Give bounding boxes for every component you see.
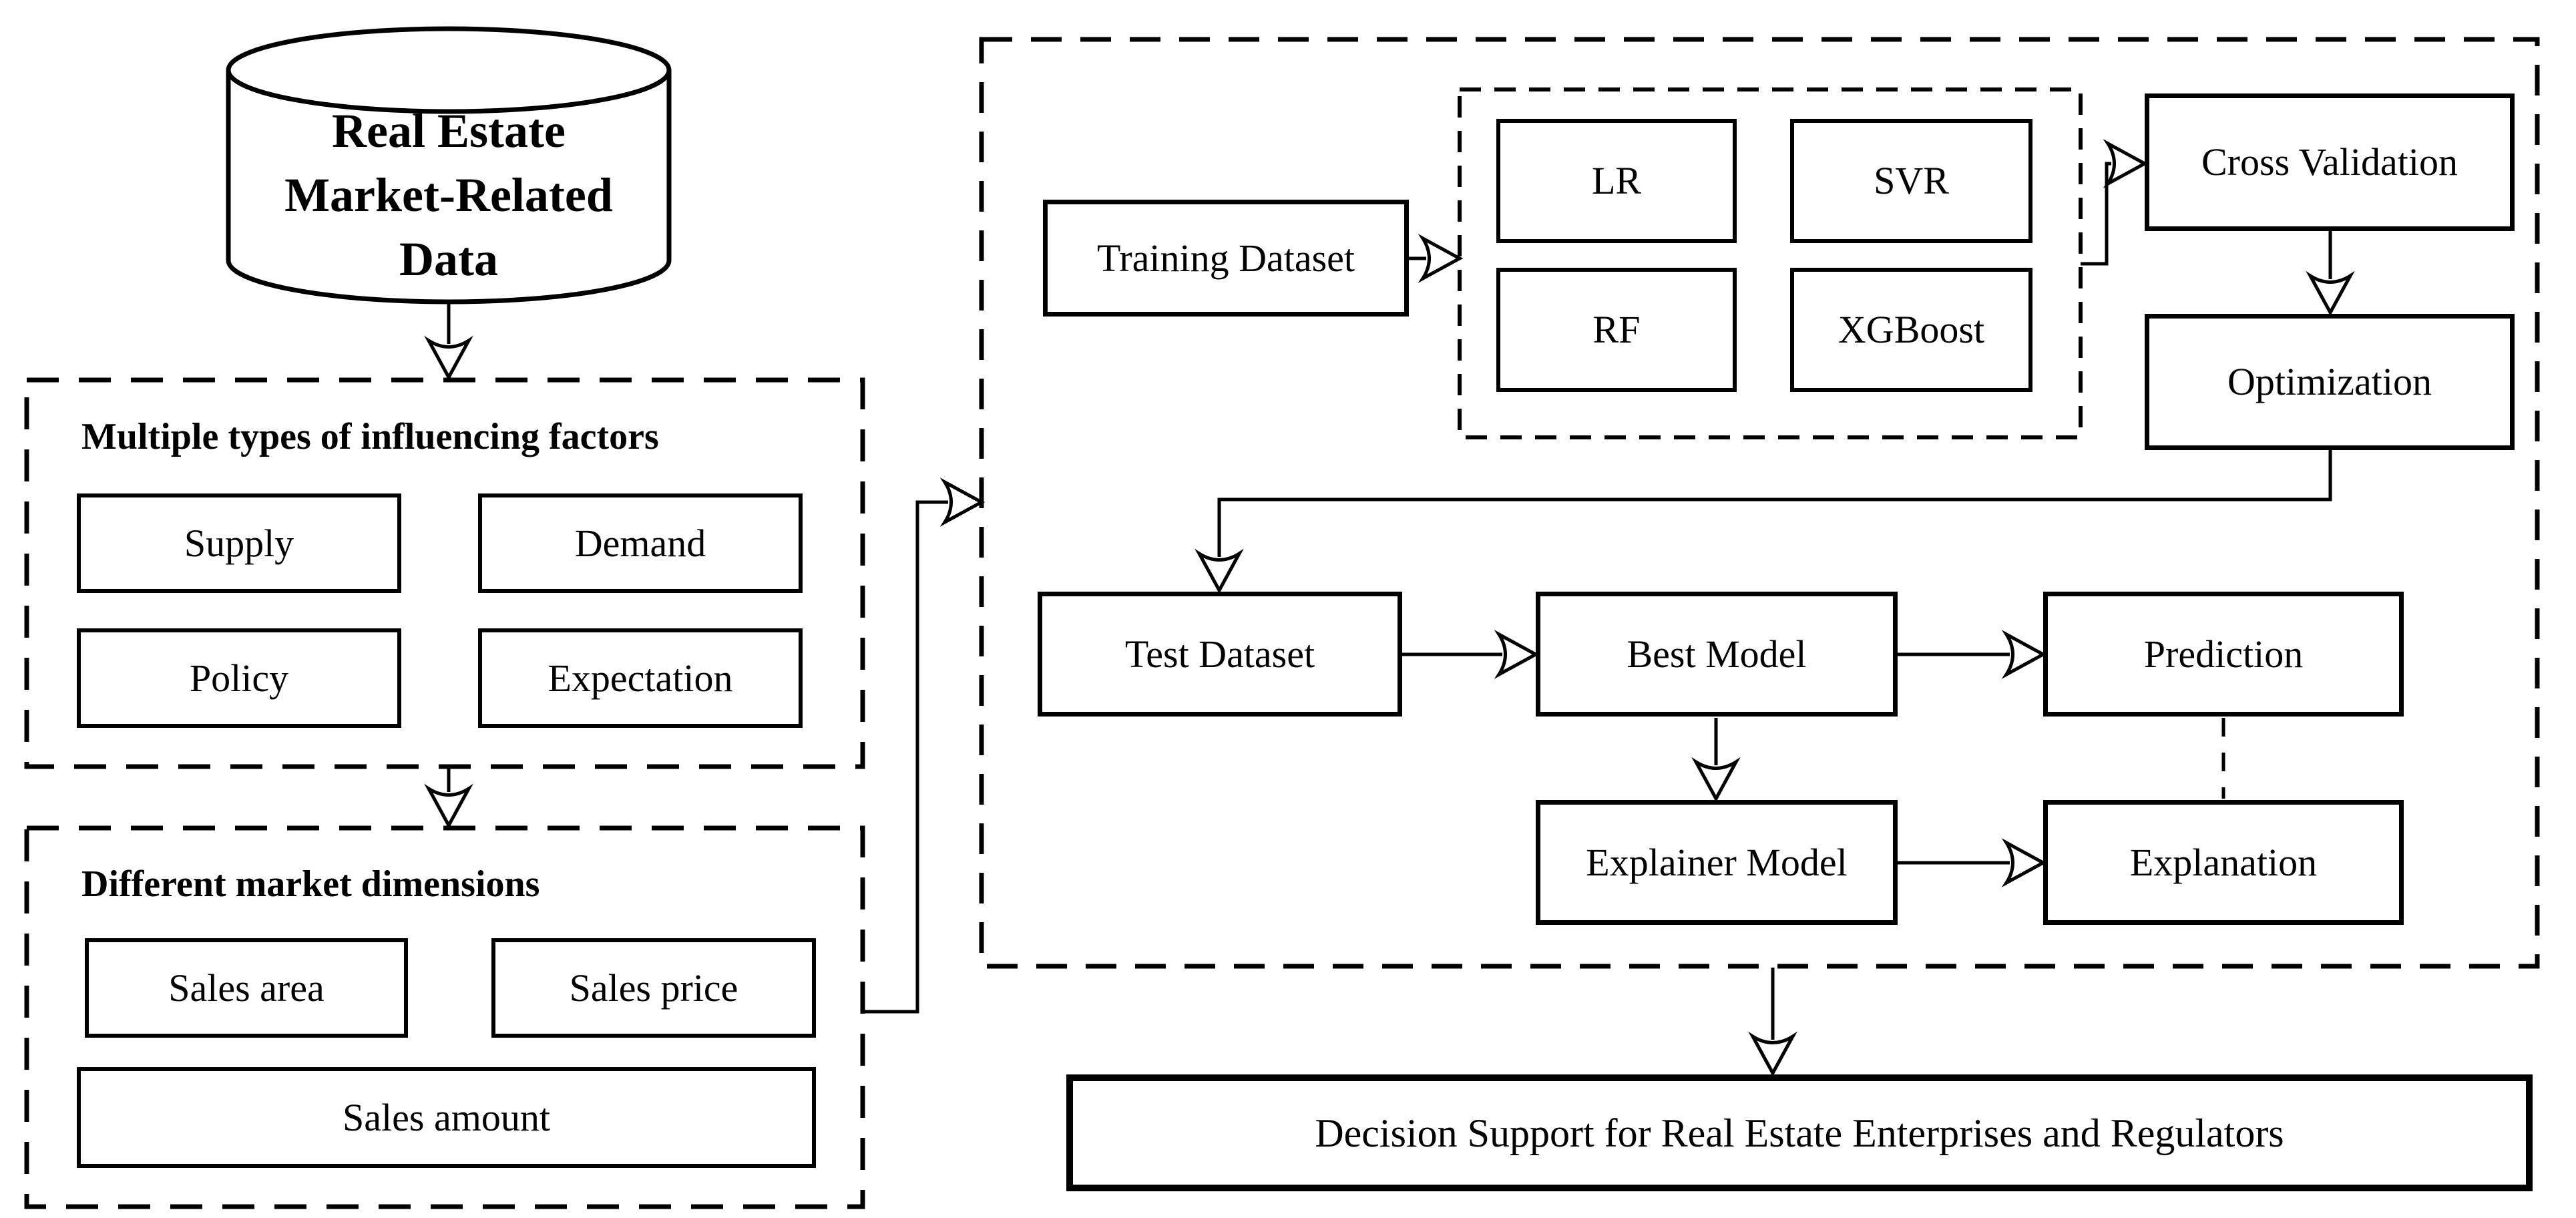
arrow-models-to-crossvalidation: [2081, 162, 2111, 266]
cylinder-label-line3: Data: [399, 232, 498, 286]
sales-area-node: Sales area: [85, 938, 408, 1038]
arrow-optimization-to-testdataset: [1217, 450, 2332, 557]
arrow-dimensions-to-pipeline: [863, 500, 948, 1014]
cross-validation-node: Cross Validation: [2145, 93, 2515, 231]
database-cylinder-shape: [226, 26, 672, 304]
expectation-node: Expectation: [478, 628, 803, 728]
factors-group-border: [24, 377, 865, 769]
xgboost-model-node: XGBoost: [1790, 268, 2032, 392]
optimization-node: Optimization: [2145, 314, 2515, 450]
cylinder-label-line2: Market-Related: [284, 168, 613, 222]
prediction-node: Prediction: [2043, 592, 2404, 717]
test-dataset-node: Test Dataset: [1038, 592, 1402, 717]
supply-node: Supply: [77, 493, 401, 593]
policy-node: Policy: [77, 628, 401, 728]
cylinder-label-line1: Real Estate: [332, 104, 566, 158]
explanation-node: Explanation: [2043, 800, 2404, 925]
rf-model-node: RF: [1496, 268, 1737, 392]
svr-model-node: SVR: [1790, 119, 2032, 243]
database-cylinder-label: Real Estate Market-Related Data: [228, 99, 669, 291]
decision-support-node: Decision Support for Real Estate Enterpr…: [1066, 1074, 2533, 1191]
dimensions-group-border: [24, 825, 865, 1209]
demand-node: Demand: [478, 493, 803, 593]
lr-model-node: LR: [1496, 119, 1737, 243]
sales-price-node: Sales price: [491, 938, 816, 1038]
explainer-model-node: Explainer Model: [1536, 800, 1898, 925]
factors-group-title: Multiple types of influencing factors: [81, 416, 659, 457]
training-dataset-node: Training Dataset: [1043, 200, 1409, 317]
best-model-node: Best Model: [1536, 592, 1898, 717]
sales-amount-node: Sales amount: [77, 1067, 816, 1168]
dimensions-group-title: Different market dimensions: [81, 863, 540, 905]
